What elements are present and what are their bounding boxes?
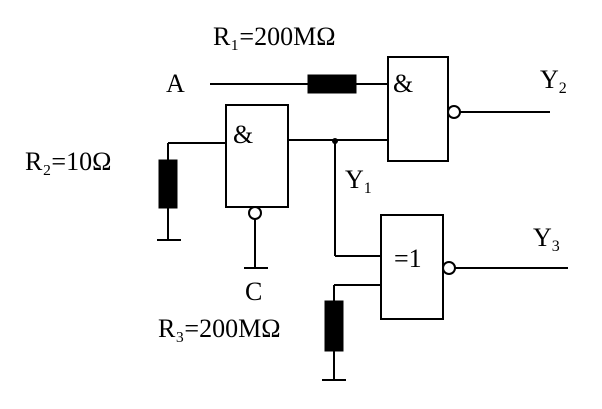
gate3-box <box>380 214 444 320</box>
input-c-label: C <box>245 277 262 306</box>
resistor-r1 <box>307 74 357 94</box>
gate1-c-input-bubble <box>248 206 262 220</box>
input-a-label: A <box>166 69 185 98</box>
gate2-symbol: & <box>393 69 413 98</box>
gate1-symbol: & <box>233 120 253 149</box>
r1-label: R₁=200MΩ <box>213 22 336 51</box>
y3-label: Y3 <box>533 223 560 255</box>
gate2-output-bubble <box>447 105 461 119</box>
gate3-symbol: =1 <box>394 244 422 273</box>
gate1-box <box>225 104 289 208</box>
gate3-output-bubble <box>442 261 456 275</box>
r3-label: R₃=200MΩ <box>158 314 281 343</box>
y2-label: Y2 <box>540 65 567 97</box>
resistor-r2 <box>158 159 178 209</box>
r2-label: R₂=10Ω <box>25 147 111 176</box>
y1-label: Y1 <box>345 165 372 197</box>
resistor-r3 <box>324 300 344 352</box>
